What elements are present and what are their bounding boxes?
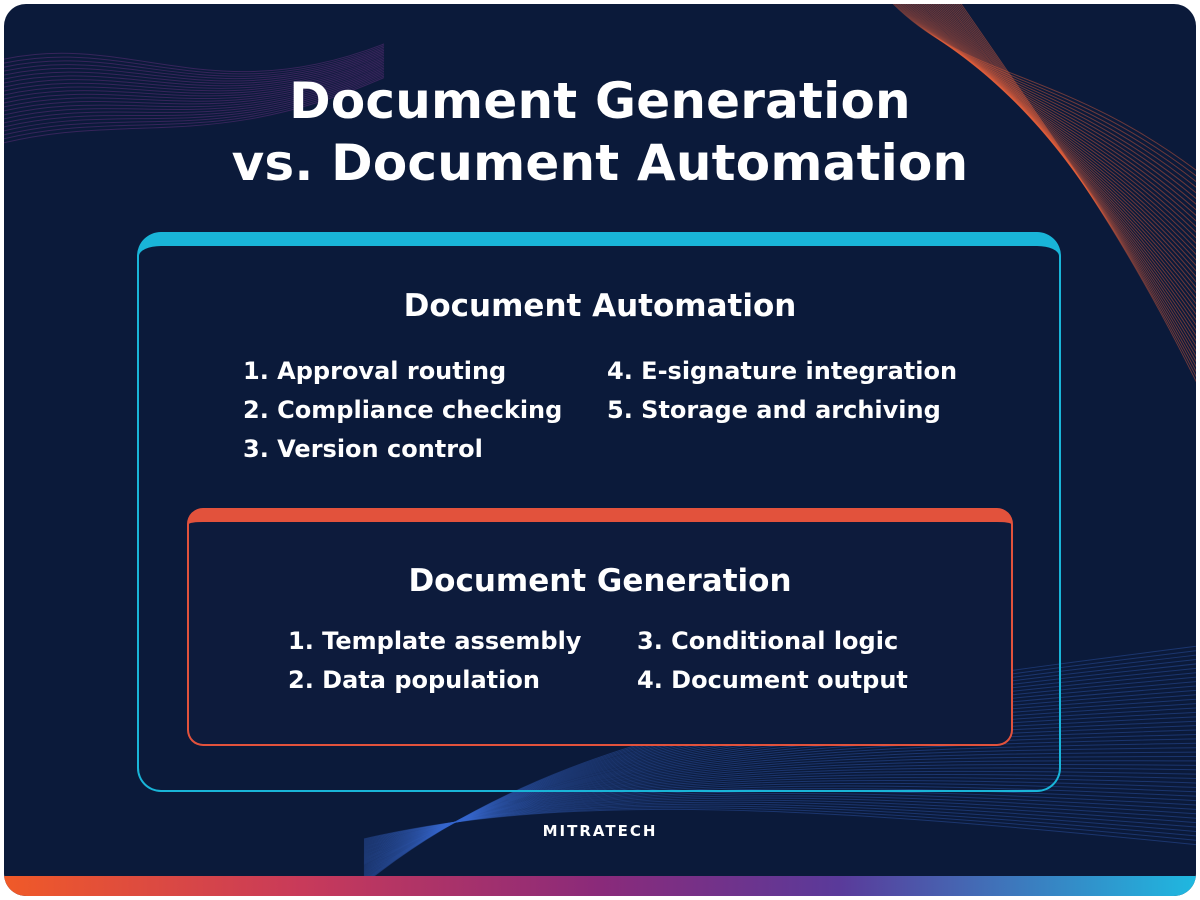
list-item: 5. Storage and archiving xyxy=(607,396,941,424)
automation-box xyxy=(137,232,1061,792)
automation-heading: Document Automation xyxy=(403,288,797,324)
list-item: 3. Version control xyxy=(243,435,483,463)
generation-list-left: 1. Template assembly 2. Data population xyxy=(288,622,581,700)
generation-box xyxy=(187,508,1013,746)
list-item: 4. Document output xyxy=(637,666,908,694)
automation-list-right: 4. E-signature integration 5. Storage an… xyxy=(607,352,957,430)
list-item: 3. Conditional logic xyxy=(637,627,899,655)
list-item: 1. Template assembly xyxy=(288,627,582,655)
page-title: Document Generation vs. Document Automat… xyxy=(4,70,1196,194)
generation-list-right: 3. Conditional logic 4. Document output xyxy=(637,622,908,700)
generation-heading: Document Generation xyxy=(408,563,792,599)
automation-list-left: 1. Approval routing 2. Compliance checki… xyxy=(243,352,562,469)
title-line-1: Document Generation xyxy=(289,72,911,130)
infographic-card: Document Generation vs. Document Automat… xyxy=(4,4,1196,896)
list-item: 1. Approval routing xyxy=(243,357,507,385)
list-item: 4. E-signature integration xyxy=(607,357,958,385)
gradient-bottom-bar xyxy=(4,876,1196,896)
brand-logo: MITRATECH xyxy=(542,822,658,840)
list-item: 2. Data population xyxy=(288,666,540,694)
list-item: 2. Compliance checking xyxy=(243,396,563,424)
title-line-2: vs. Document Automation xyxy=(231,134,969,192)
